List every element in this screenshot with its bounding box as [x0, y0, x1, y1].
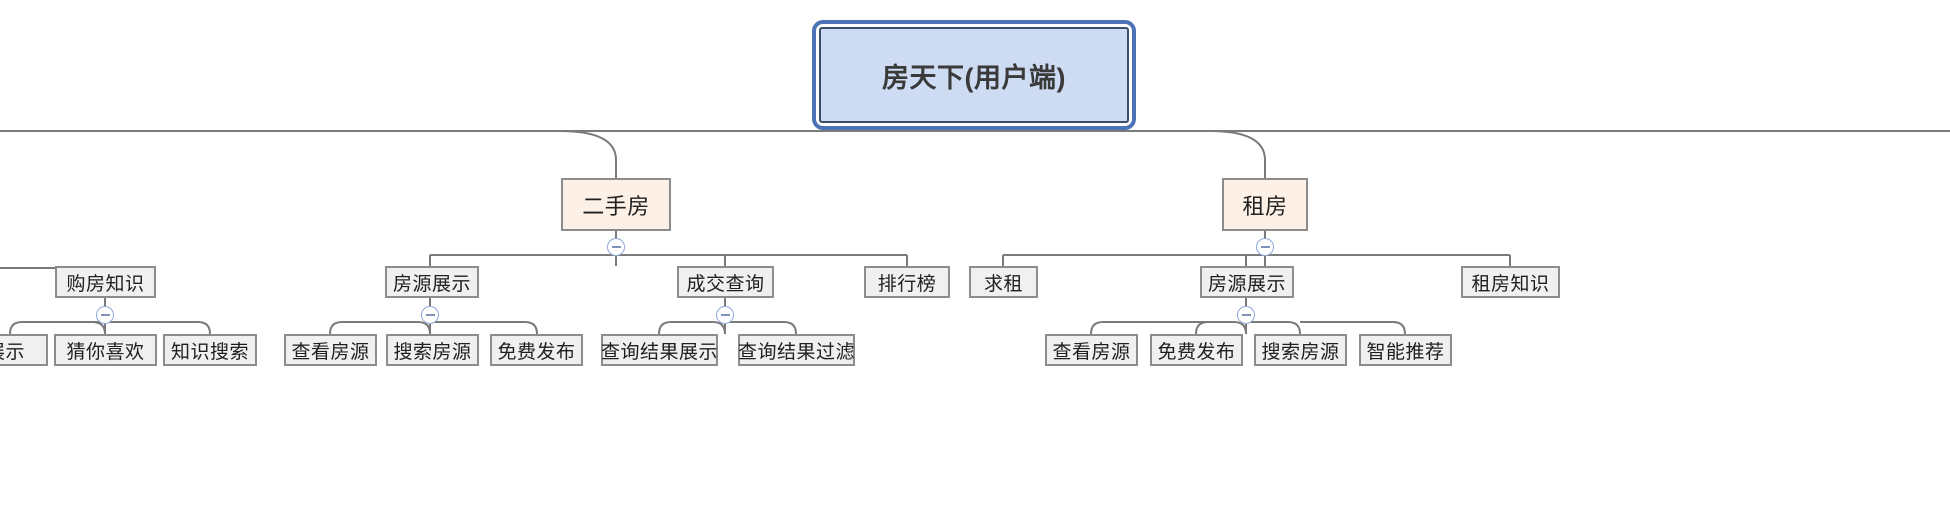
node-deal-query[interactable]: 成交查询 [677, 266, 774, 298]
node-free-publish-rent[interactable]: 免费发布 [1150, 334, 1243, 366]
minus-icon [720, 314, 730, 316]
node-rent-house[interactable]: 租房 [1222, 178, 1308, 231]
minus-icon [1260, 246, 1270, 248]
node-guess-you-like[interactable]: 猜你喜欢 [54, 334, 157, 366]
node-search-listing-rent[interactable]: 搜索房源 [1254, 334, 1347, 366]
node-query-result-filter[interactable]: 查询结果过滤 [738, 334, 855, 366]
minus-icon [425, 314, 435, 316]
node-rent-knowledge[interactable]: 租房知识 [1461, 266, 1560, 298]
node-second-hand-house[interactable]: 二手房 [561, 178, 671, 231]
node-listing-display-sh[interactable]: 房源展示 [385, 266, 479, 298]
collapse-toggle-rent[interactable] [1256, 238, 1274, 256]
node-smart-recommend[interactable]: 智能推荐 [1359, 334, 1452, 366]
collapse-toggle-buy-knowledge[interactable] [96, 306, 114, 324]
collapse-toggle-deal-query[interactable] [716, 306, 734, 324]
node-listing-display-rent[interactable]: 房源展示 [1200, 266, 1294, 298]
node-buy-knowledge[interactable]: 购房知识 [55, 266, 156, 298]
node-view-listing-rent[interactable]: 查看房源 [1045, 334, 1138, 366]
node-seek-rental[interactable]: 求租 [969, 266, 1038, 298]
minus-icon [1241, 314, 1251, 316]
minus-icon [100, 314, 110, 316]
node-root[interactable]: 房天下(用户端) [819, 27, 1129, 123]
node-knowledge-search[interactable]: 知识搜索 [163, 334, 257, 366]
node-view-listing-sh[interactable]: 查看房源 [284, 334, 377, 366]
node-search-listing-sh[interactable]: 搜索房源 [386, 334, 479, 366]
collapse-toggle-listing-display-sh[interactable] [421, 306, 439, 324]
node-free-publish-sh[interactable]: 免费发布 [490, 334, 583, 366]
collapse-toggle-second-hand[interactable] [607, 238, 625, 256]
node-display-cutoff[interactable]: 展示 [0, 334, 48, 366]
minus-icon [611, 246, 621, 248]
collapse-toggle-listing-display-rent[interactable] [1237, 306, 1255, 324]
node-query-result-display[interactable]: 查询结果展示 [601, 334, 718, 366]
node-ranking-list[interactable]: 排行榜 [864, 266, 950, 298]
